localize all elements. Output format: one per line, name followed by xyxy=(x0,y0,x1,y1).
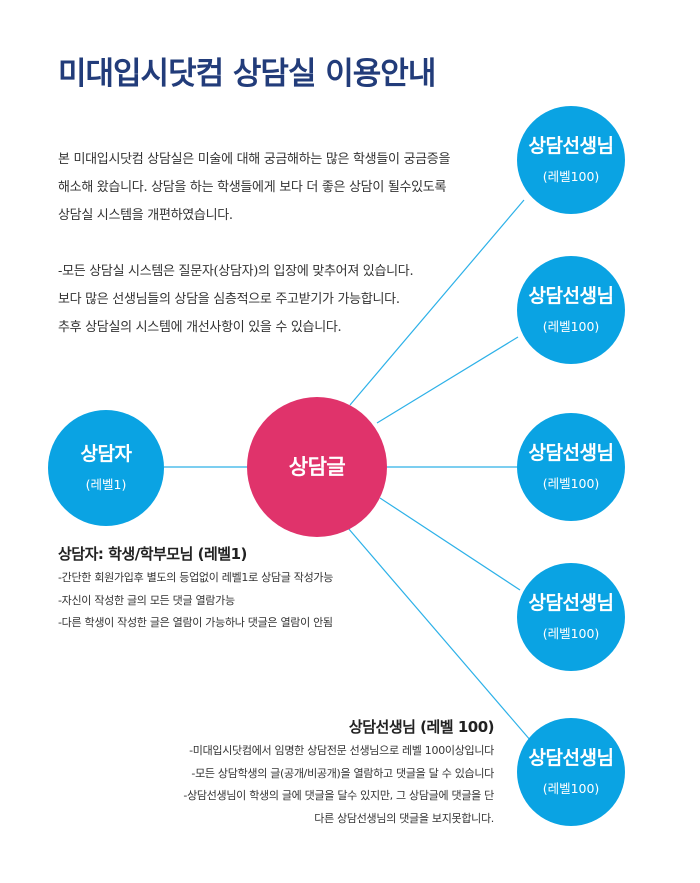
teacher-node-level: (레벨100) xyxy=(542,626,600,641)
teacher-node-level: (레벨100) xyxy=(542,476,600,491)
poster-description-line: -다른 학생이 작성한 글은 열람이 가능하나 댓글은 열람이 안됨 xyxy=(58,616,333,629)
teacher-description-heading: 상담선생님 (레벨 100) xyxy=(348,718,495,736)
connector-post-teacher-1 xyxy=(349,199,525,406)
poster-node-label: 상담자 xyxy=(80,443,132,465)
teacher-node-label: 상담선생님 xyxy=(528,285,614,307)
teacher-node-level: (레벨100) xyxy=(542,319,600,334)
teacher-description: 상담선생님 (레벨 100) -미대입시닷컴에서 임명한 상담전문 선생님으로 … xyxy=(58,714,494,830)
poster-description-line: -자신이 작성한 글의 모든 댓글 열람가능 xyxy=(58,593,235,607)
teacher-node-label: 상담선생님 xyxy=(528,135,614,157)
teacher-description-line: -미대입시닷컴에서 임명한 상담전문 선생님으로 레벨 100이상입니다 xyxy=(189,744,494,757)
teacher-node-5: 상담선생님 (레벨100) xyxy=(517,718,625,826)
teacher-node-label: 상담선생님 xyxy=(528,442,614,464)
teacher-node-4: 상담선생님 (레벨100) xyxy=(517,563,625,671)
poster-description: 상담자: 학생/학부모님 (레벨1) -간단한 회원가입후 별도의 등업없이 레… xyxy=(58,541,488,635)
teacher-node-1: 상담선생님 (레벨100) xyxy=(517,106,625,214)
intro-text: 본 미대입시닷컴 상담실은 미술에 대해 궁금해하는 많은 학생들이 궁금증을 … xyxy=(58,146,498,342)
post-node: 상담글 xyxy=(247,397,387,537)
intro-line: 본 미대입시닷컴 상담실은 미술에 대해 궁금해하는 많은 학생들이 궁금증을 xyxy=(58,152,451,167)
connector-post-teacher-4 xyxy=(379,497,521,591)
intro-line: 추후 상담실의 시스템에 개선사항이 있을 수 있습니다. xyxy=(58,320,342,335)
teacher-node-label: 상담선생님 xyxy=(528,747,614,769)
teacher-description-line: -모든 상담학생의 글(공개/비공개)을 열람하고 댓글을 달 수 있습니다 xyxy=(191,766,494,780)
teacher-node-level: (레벨100) xyxy=(542,781,600,796)
teacher-node-level: (레벨100) xyxy=(542,169,600,184)
teacher-node-2: 상담선생님 (레벨100) xyxy=(517,256,625,364)
teacher-node-label: 상담선생님 xyxy=(528,592,614,614)
teacher-node-3: 상담선생님 (레벨100) xyxy=(517,413,625,521)
poster-description-line: -간단한 회원가입후 별도의 등업없이 레벨1로 상담글 작성가능 xyxy=(58,571,334,584)
connector-post-teacher-2 xyxy=(376,336,519,424)
intro-line: 해소해 왔습니다. 상담을 하는 학생들에게 보다 더 좋은 상담이 될수있도록 xyxy=(58,180,447,195)
intro-line: -모든 상담실 시스템은 질문자(상담자)의 입장에 맞추어져 있습니다. xyxy=(58,264,414,279)
post-node-label: 상담글 xyxy=(288,455,346,479)
poster-description-heading: 상담자: 학생/학부모님 (레벨1) xyxy=(58,545,247,563)
connector-post-teacher-5 xyxy=(347,527,538,749)
page-title: 미대입시닷컴 상담실 이용안내 xyxy=(58,56,436,92)
teacher-description-line: -상담선생님이 학생의 글에 댓글을 달수 있지만, 그 상담글에 댓글을 단 xyxy=(183,789,494,802)
intro-line: 보다 많은 선생님들의 상담을 심층적으로 주고받기가 가능합니다. xyxy=(58,292,400,307)
intro-line: 상담실 시스템을 개편하였습니다. xyxy=(58,208,233,223)
teacher-description-line: 다른 상담선생님의 댓글을 보지못합니다. xyxy=(314,811,494,825)
paragraph-gap xyxy=(58,230,498,258)
poster-node-level: (레벨1) xyxy=(85,477,127,492)
poster-node: 상담자 (레벨1) xyxy=(48,410,164,526)
